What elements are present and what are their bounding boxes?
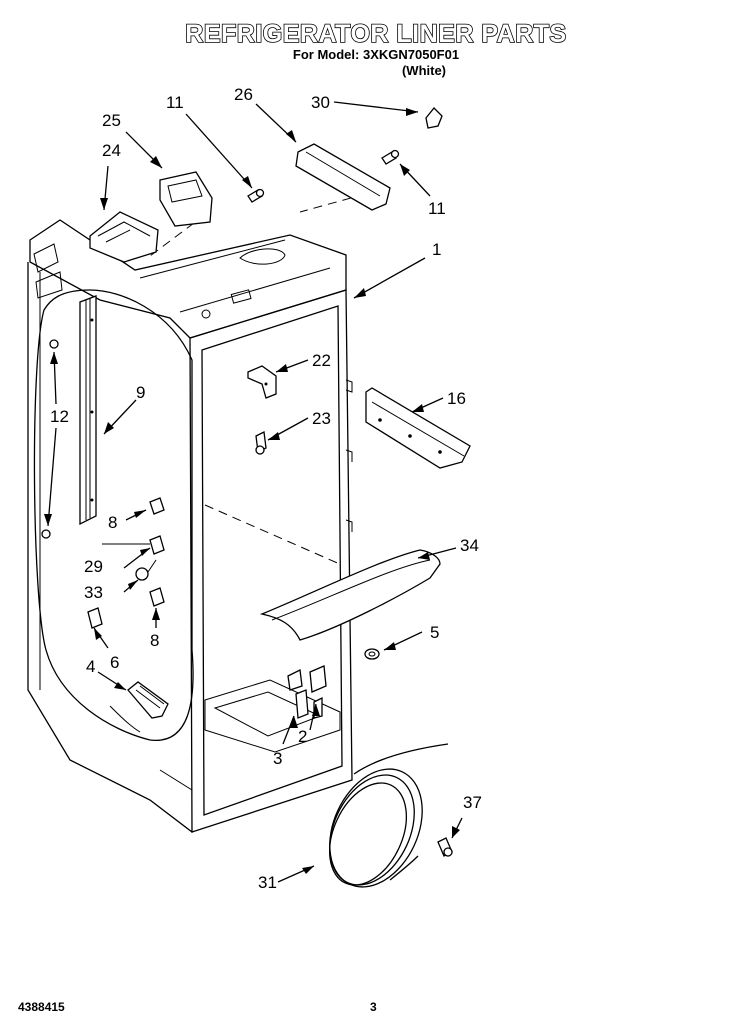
page-title: REFRIGERATOR LINER PARTS	[184, 19, 567, 49]
callout-12: 12	[50, 407, 69, 426]
callout-33: 33	[84, 583, 103, 602]
callout-26: 26	[234, 85, 253, 104]
callout-11-top: 11	[166, 93, 184, 112]
labels-2-3	[287, 665, 327, 719]
callout-3: 3	[273, 749, 282, 768]
callout-8-lower: 8	[150, 631, 159, 650]
callout-8-upper: 8	[108, 513, 117, 532]
color-line: (White)	[401, 63, 447, 78]
callout-34: 34	[460, 536, 479, 555]
screw-37	[437, 837, 453, 857]
socket-6	[87, 607, 103, 629]
top-bracket	[295, 143, 391, 211]
grille-4	[109, 681, 169, 733]
callout-labels: 1 2 3 4 5 6 8 8 9 11 11 12 16 22 23 24 2…	[50, 85, 482, 892]
callout-24: 24	[102, 141, 121, 160]
side-bracket	[365, 387, 471, 469]
control-housing	[89, 171, 213, 263]
callout-30: 30	[311, 93, 330, 112]
grommet-5	[364, 648, 380, 660]
callout-9: 9	[136, 383, 145, 402]
curved-cover	[259, 549, 441, 641]
callout-11-right: 11	[428, 199, 446, 218]
callout-37: 37	[463, 793, 482, 812]
socket-29	[102, 535, 165, 555]
socket-8-lower	[149, 587, 165, 607]
screw-23	[255, 431, 267, 455]
callout-16: 16	[447, 389, 466, 408]
callout-2: 2	[298, 727, 307, 746]
callout-31: 31	[258, 873, 277, 892]
liner-cabinet	[27, 189, 381, 834]
leader-lines	[47, 101, 463, 883]
socket-8-upper	[149, 497, 165, 515]
arrow-heads	[44, 108, 460, 874]
callout-29: 29	[84, 557, 103, 576]
screw-11-right	[381, 149, 400, 165]
callout-1: 1	[432, 240, 441, 259]
bulb-33	[135, 559, 157, 581]
page-number: 3	[370, 1000, 377, 1014]
screw-11-top	[247, 188, 265, 203]
model-line: For Model: 3XKGN7050F01	[292, 47, 460, 62]
callout-22: 22	[312, 351, 331, 370]
clip-30	[425, 107, 443, 129]
callout-4: 4	[86, 657, 95, 676]
screw-12	[41, 339, 59, 539]
callout-6: 6	[110, 653, 119, 672]
document-number: 4388415	[18, 1000, 65, 1014]
callout-25: 25	[102, 111, 121, 130]
bracket-22	[247, 365, 277, 399]
coil-tube-31	[329, 743, 449, 888]
callout-23: 23	[312, 409, 331, 428]
callout-5: 5	[430, 623, 439, 642]
vertical-channel	[79, 295, 97, 526]
